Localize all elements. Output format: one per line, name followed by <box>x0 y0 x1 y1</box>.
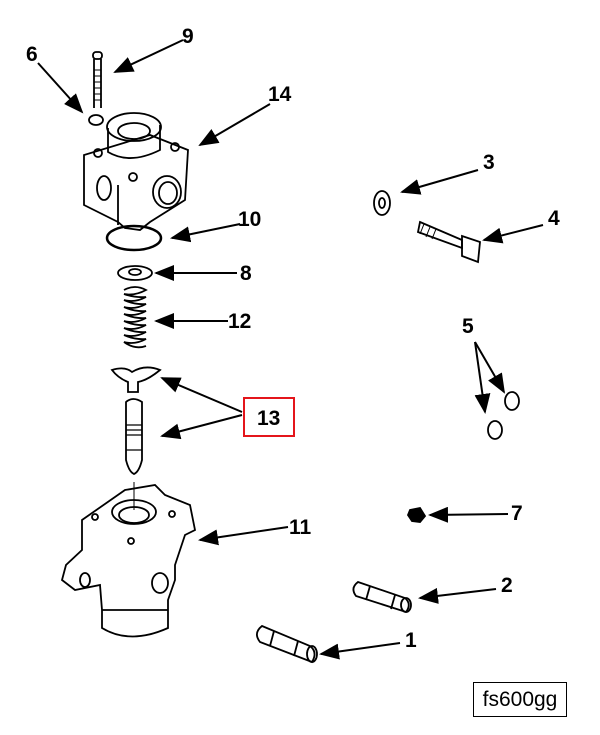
part-3-washer <box>373 190 391 216</box>
leader-arrows <box>37 39 544 660</box>
callout-10: 10 <box>238 208 262 231</box>
callout-4: 4 <box>548 207 560 230</box>
part-6-washer <box>88 114 104 126</box>
callout-14: 14 <box>268 83 292 106</box>
callout-3: 3 <box>483 151 495 174</box>
part-2-nipple <box>352 580 412 614</box>
part-4-bolt <box>416 220 481 264</box>
part-8-washer <box>117 265 153 281</box>
part-7-plug <box>406 506 427 523</box>
highlighted-callout-box: 13 <box>243 397 295 437</box>
callout-8: 8 <box>240 262 252 285</box>
part-10-oring <box>105 224 163 252</box>
part-12-spring <box>123 286 148 349</box>
callout-7: 7 <box>511 502 523 525</box>
part-5-oring <box>504 391 520 411</box>
part-14-head <box>83 112 189 231</box>
part-1-nipple <box>256 624 318 664</box>
part-9-screw <box>92 51 103 108</box>
figure-code-label: fs600gg <box>473 682 567 717</box>
part-5-oring <box>487 420 503 440</box>
part-11-body <box>60 482 197 638</box>
callout-12: 12 <box>228 310 252 333</box>
callout-5: 5 <box>462 315 474 338</box>
callout-11: 11 <box>289 516 312 539</box>
callout-6: 6 <box>26 43 38 66</box>
callout-1: 1 <box>405 629 417 652</box>
callout-9: 9 <box>182 25 194 48</box>
part-13-valve <box>125 398 143 475</box>
callout-13: 13 <box>257 407 281 430</box>
part-13-guide <box>110 366 162 393</box>
callout-2: 2 <box>501 574 513 597</box>
